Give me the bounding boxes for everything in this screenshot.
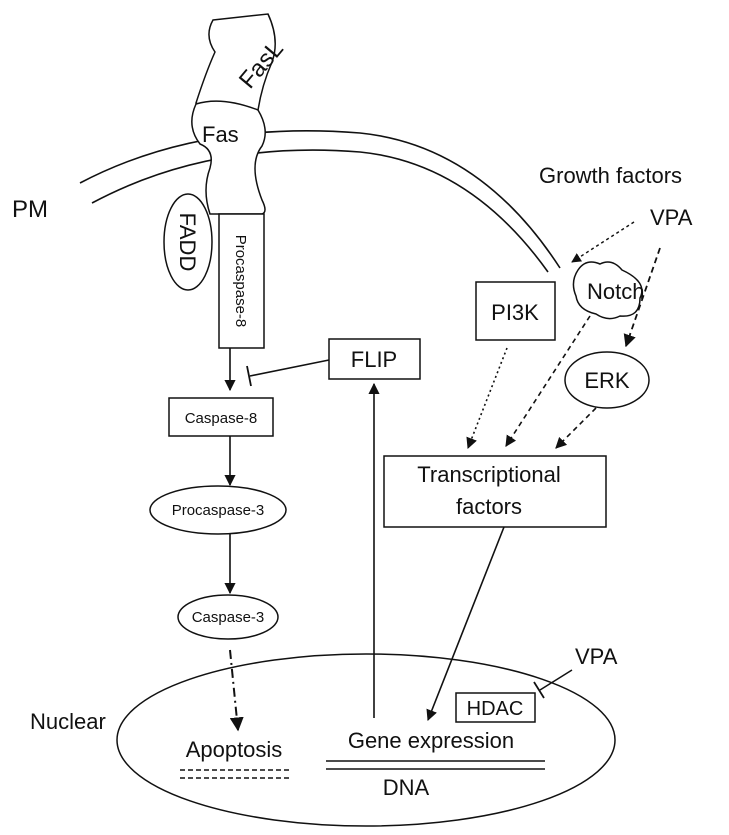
fadd-shape [163, 193, 213, 291]
pi3k-box [475, 281, 556, 341]
caspase8-label: Caspase-8 [185, 410, 258, 427]
growth-factors-label: Growth factors [539, 163, 682, 188]
procaspase8-label: Procaspase-8 [232, 235, 249, 328]
procaspase3-shape [149, 485, 287, 535]
plasma-membrane [79, 129, 561, 273]
vpa-top-label: VPA [650, 205, 693, 230]
pm-label: PM [12, 196, 48, 223]
arrow-tf-gene-expression [426, 526, 505, 722]
apoptosis-label: Apoptosis [186, 737, 283, 762]
notch-label: Notch [587, 279, 644, 304]
fas-label: Fas [202, 122, 239, 147]
flip-inhibition-line [249, 359, 330, 377]
dna-label: DNA [383, 775, 430, 800]
caspase8-box [168, 397, 274, 437]
procaspase3-label: Procaspase-3 [172, 502, 265, 519]
procaspase8-box [218, 213, 265, 349]
transcriptional-factors-line2: factors [456, 494, 522, 519]
nuclear-label: Nuclear [30, 709, 106, 734]
erk-shape [564, 351, 650, 409]
pi3k-label: PI3K [491, 300, 539, 325]
vpa-bottom-label: VPA [575, 644, 618, 669]
transcriptional-factors-box [383, 455, 607, 528]
arrow-notch-tf [505, 315, 591, 447]
caspase3-shape [177, 594, 279, 640]
arrow-caspase3-apoptosis [229, 649, 244, 732]
nucleus-shape [116, 653, 616, 827]
transcriptional-factors-line1: Transcriptional [417, 462, 560, 487]
hdac-label: HDAC [467, 698, 524, 720]
vpa-hdac-inhibition-bar [533, 681, 545, 699]
hdac-box [455, 692, 536, 723]
fas-receptor-shape [191, 100, 266, 215]
gene-expression-label: Gene expression [348, 728, 514, 753]
caspase3-label: Caspase-3 [192, 609, 265, 626]
flip-label: FLIP [351, 347, 397, 372]
fadd-label: FADD [175, 213, 200, 272]
arrow-pi3k-tf [466, 347, 508, 450]
arrow-vpa-membrane [571, 221, 635, 263]
flip-inhibition-bar [246, 365, 252, 387]
arrow-vpa-erk [623, 247, 661, 348]
vpa-hdac-inhibition-line [539, 669, 573, 691]
arrow-erk-tf [555, 407, 597, 449]
notch-shape [572, 261, 643, 320]
erk-label: ERK [584, 368, 630, 393]
flip-box [328, 338, 421, 380]
